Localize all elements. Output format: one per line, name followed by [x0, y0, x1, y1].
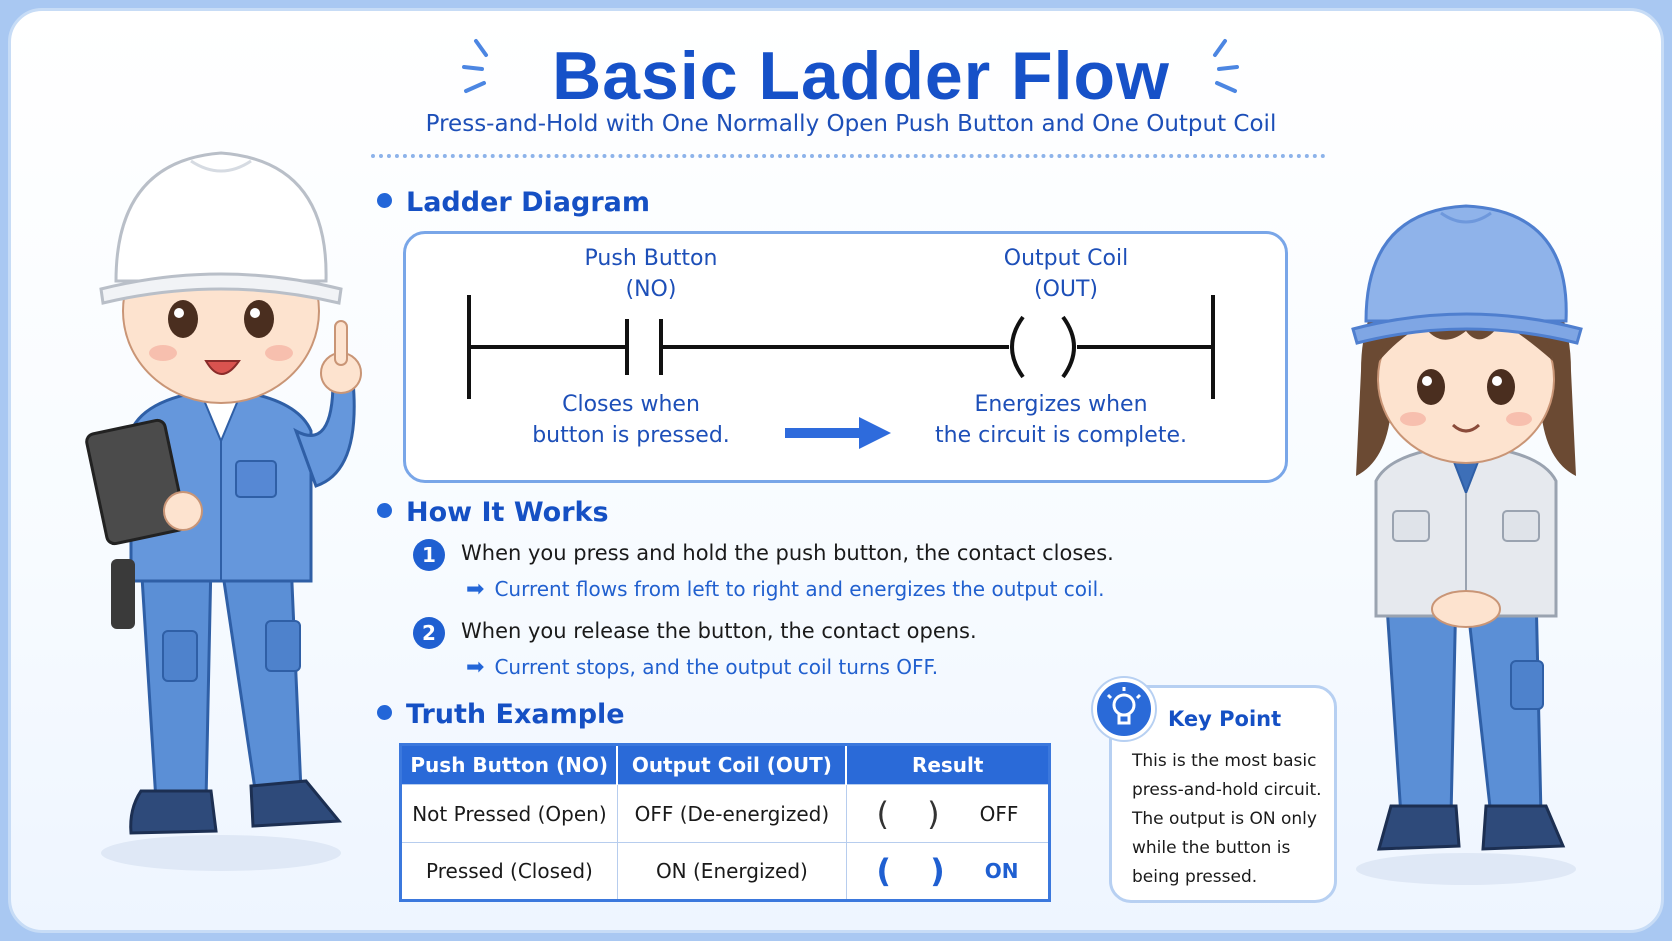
contact-desc-line2: button is pressed.: [532, 423, 730, 448]
coil-label: Output Coil (OUT): [946, 243, 1186, 305]
truth-table: Push Button (NO) Output Coil (OUT) Resul…: [399, 743, 1051, 902]
cell-coil-state: OFF (De-energized): [616, 784, 847, 843]
sparkle-right-icon: [1213, 39, 1239, 93]
step-2-number: 2: [413, 617, 445, 649]
lightbulb-icon: [1093, 678, 1155, 740]
section-how-title: How It Works: [406, 497, 609, 528]
coil-right-arc: [1061, 315, 1076, 379]
section-truth-example: Truth Example: [377, 699, 625, 730]
page-subtitle: Press-and-Hold with One Normally Open Pu…: [425, 111, 1277, 137]
coil-left-arc: [1010, 315, 1025, 379]
cell-result: ( ) OFF: [845, 784, 1051, 843]
poster-frame: Basic Ladder Flow Press-and-Hold with On…: [8, 8, 1664, 933]
result-off-text: OFF: [979, 801, 1019, 826]
contact-label: Push Button (NO): [531, 243, 771, 305]
contact-desc-line1: Closes when: [562, 392, 700, 417]
bullet-icon: [377, 705, 392, 720]
dotted-divider: [371, 154, 1326, 158]
step-2-detail: ➡ Current stops, and the output coil turn…: [466, 655, 938, 680]
coil-desc-line1: Energizes when: [974, 392, 1148, 417]
cell-result: ( ) ON: [845, 842, 1051, 901]
coil-desc-line2: the circuit is complete.: [935, 423, 1187, 448]
key-point-title: Key Point: [1168, 707, 1282, 731]
sparkle-left-icon: [462, 39, 488, 93]
table-row: Not Pressed (Open) OFF (De-energized) ( …: [400, 784, 1051, 843]
worker-boy-illustration: [85, 151, 362, 871]
step-1-detail: ➡ Current flows from left to right and en…: [466, 577, 1105, 602]
key-point-text: This is the most basic press-and-hold ci…: [1132, 751, 1322, 887]
coil-off-symbol: ( ): [876, 794, 954, 833]
step-1-number: 1: [413, 539, 445, 571]
contact-label-line1: Push Button: [584, 246, 718, 271]
section-how-it-works: How It Works: [377, 497, 609, 528]
coil-label-line2: (OUT): [1033, 277, 1099, 302]
worker-girl-illustration: [1351, 204, 1583, 885]
header-push-button: Push Button (NO): [400, 744, 619, 785]
ladder-rung-diagram: [467, 295, 1215, 399]
page-title: Basic Ladder Flow: [552, 38, 1170, 114]
coil-description: Energizes when the circuit is complete.: [901, 389, 1221, 451]
section-ladder-diagram: Ladder Diagram: [377, 187, 650, 218]
arrow-right-icon: ➡: [466, 577, 485, 602]
section-ladder-title: Ladder Diagram: [406, 187, 650, 218]
step-1-text: When you press and hold the push button,…: [461, 541, 1114, 565]
contact-label-line2: (NO): [625, 277, 677, 302]
table-row: Pressed (Closed) ON (Energized) ( ) ON: [400, 842, 1051, 901]
header-output-coil: Output Coil (OUT): [617, 744, 848, 785]
bullet-icon: [377, 193, 392, 208]
truth-table-header-row: Push Button (NO) Output Coil (OUT) Resul…: [400, 744, 1050, 785]
coil-label-line1: Output Coil: [1003, 246, 1129, 271]
cell-button-state: Not Pressed (Open): [400, 784, 618, 843]
cell-button-state: Pressed (Closed): [400, 842, 618, 901]
step-1-detail-text: Current flows from left to right and ene…: [494, 577, 1105, 601]
step-2-text: When you release the button, the contact…: [461, 619, 977, 643]
ladder-diagram-box: [403, 231, 1288, 483]
result-on-text: ON: [984, 859, 1019, 883]
section-truth-title: Truth Example: [406, 699, 625, 730]
bullet-icon: [377, 503, 392, 518]
step-2-detail-text: Current stops, and the output coil turns…: [494, 655, 939, 679]
arrow-right-icon: ➡: [466, 655, 485, 680]
coil-on-symbol: ( ): [876, 852, 959, 890]
header-result: Result: [846, 744, 1050, 785]
flow-arrow-icon: [785, 417, 891, 449]
cell-coil-state: ON (Energized): [616, 842, 847, 901]
contact-description: Closes when button is pressed.: [481, 389, 781, 451]
